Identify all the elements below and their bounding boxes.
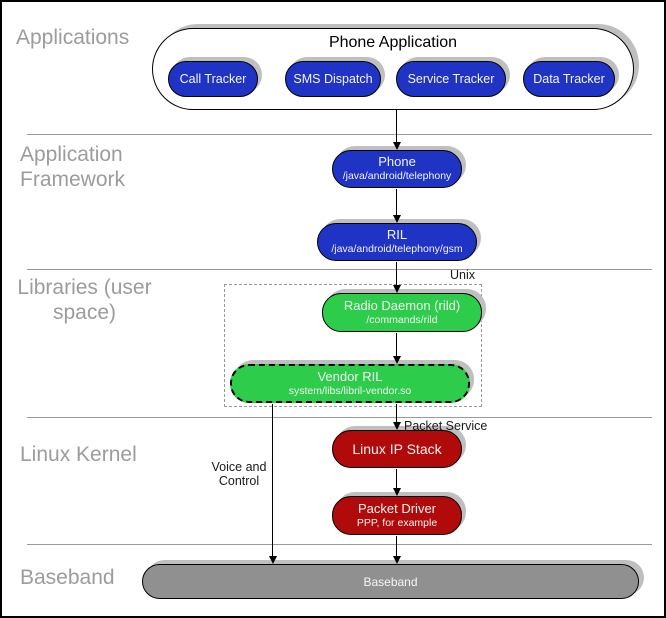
arrowhead-icon	[393, 488, 401, 496]
app-pill-label: Service Tracker	[407, 72, 495, 86]
arrowhead-icon	[393, 285, 401, 293]
arrowhead-icon	[393, 556, 401, 564]
arrow-ip-stack-to-packet-driver	[396, 469, 397, 489]
section-label-applications: Applications	[16, 26, 130, 49]
node-baseband: Baseband	[142, 564, 639, 599]
node-title: RIL	[386, 227, 408, 243]
arrow-vendor-ril-to-baseband-voice	[272, 404, 273, 557]
node-subtitle: system/libs/libril-vendor.so	[288, 384, 412, 397]
voice-control-label: Voice and Control	[211, 460, 267, 489]
arrow-ril-to-rild	[396, 262, 397, 286]
section-label-framework: Application Framework	[20, 143, 126, 191]
section-label-baseband: Baseband	[20, 566, 115, 589]
node-title: Radio Daemon (rild)	[343, 297, 461, 313]
divider-framework-libraries	[27, 269, 652, 270]
node-subtitle: PPP, for example	[356, 516, 438, 529]
arrowhead-icon	[393, 356, 401, 364]
phone-application-title: Phone Application	[328, 34, 458, 51]
app-pill-label: Call Tracker	[179, 72, 247, 86]
node-title: Phone	[378, 154, 416, 170]
phone-application-container: Phone Application Call Tracker SMS Dispa…	[152, 28, 634, 110]
section-label-kernel: Linux Kernel	[20, 443, 137, 466]
node-subtitle: /java/android/telephony	[342, 170, 452, 183]
arrowhead-icon	[393, 422, 401, 430]
arrow-rild-to-vendor-ril	[396, 333, 397, 357]
packet-service-label: Packet Service	[404, 419, 488, 433]
node-title: Vendor RIL	[317, 368, 383, 384]
divider-applications-framework	[27, 134, 652, 135]
node-ril: RIL /java/android/telephony/gsm	[317, 223, 477, 261]
unix-label: Unix	[450, 268, 476, 282]
node-radio-daemon: Radio Daemon (rild) /commands/rild	[322, 293, 482, 332]
node-title: Packet Driver	[357, 500, 437, 516]
node-title: Linux IP Stack	[352, 440, 442, 457]
arrow-apps-to-phone	[396, 109, 397, 143]
node-vendor-ril: Vendor RIL system/libs/libril-vendor.so	[230, 364, 470, 403]
node-title: Baseband	[363, 574, 418, 589]
arrow-vendor-ril-to-ip-stack	[396, 404, 397, 423]
arrowhead-icon	[393, 142, 401, 150]
app-pill-label: SMS Dispatch	[293, 72, 373, 86]
section-label-libraries: Libraries (user space)	[17, 276, 152, 324]
app-pill-label: Data Tracker	[533, 72, 605, 86]
node-packet-driver: Packet Driver PPP, for example	[332, 496, 462, 535]
node-phone: Phone /java/android/telephony	[332, 150, 462, 188]
app-pill-service-tracker: Service Tracker	[396, 61, 506, 97]
arrowhead-icon	[393, 215, 401, 223]
app-pill-sms-dispatch: SMS Dispatch	[285, 61, 381, 97]
node-subtitle: /commands/rild	[366, 313, 438, 326]
divider-kernel-baseband	[27, 544, 652, 545]
unix-boundary-box	[224, 284, 482, 407]
node-linux-ip-stack: Linux IP Stack	[332, 430, 462, 468]
app-pill-data-tracker: Data Tracker	[523, 61, 615, 97]
arrowhead-icon	[269, 556, 277, 564]
node-subtitle: /java/android/telephony/gsm	[331, 243, 463, 256]
app-pill-call-tracker: Call Tracker	[168, 61, 258, 97]
arrow-phone-to-ril	[396, 189, 397, 216]
arrow-packet-driver-to-baseband	[396, 536, 397, 557]
divider-libraries-kernel	[27, 417, 652, 418]
